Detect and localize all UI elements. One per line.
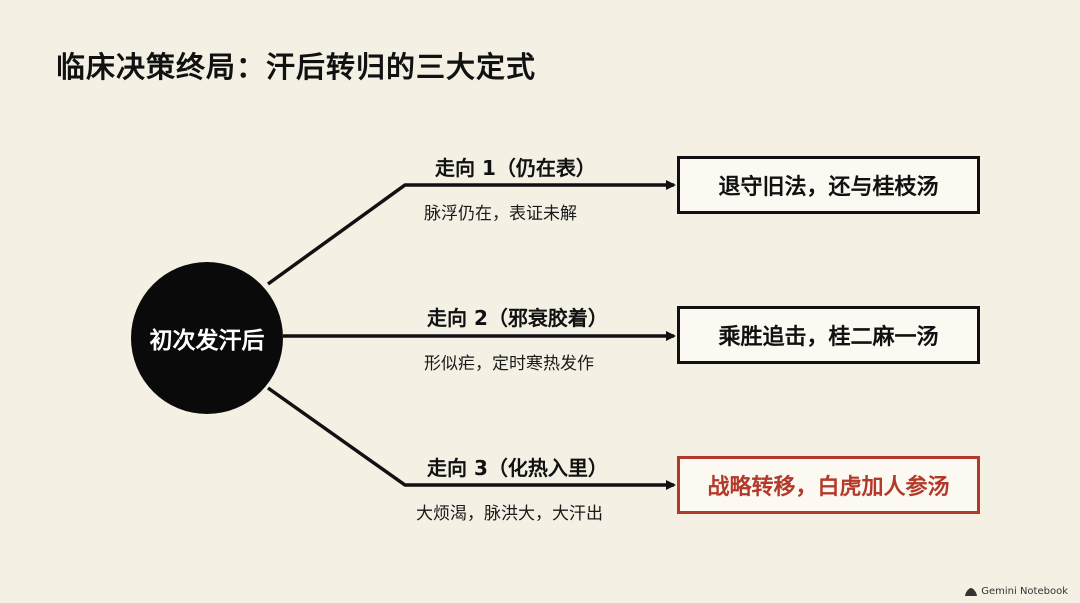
origin-label: 初次发汗后: [149, 328, 265, 354]
path-2-label: 走向 2（邪衰胶着）: [427, 306, 608, 330]
outcome-box-3: 战略转移，白虎加人参汤: [677, 456, 980, 514]
connector-path-1: [266, 180, 676, 286]
gemini-notebook-icon: [965, 587, 978, 596]
outcome-1-text: 退守旧法，还与桂枝汤: [718, 175, 939, 200]
path-3-label: 走向 3（化热入里）: [427, 456, 608, 480]
outcome-box-2: 乘胜追击，桂二麻一汤: [677, 306, 980, 364]
connector-path-3: [266, 386, 676, 490]
outcome-3-text: 战略转移，白虎加人参汤: [707, 475, 950, 500]
watermark-text: Gemini Notebook: [981, 586, 1068, 597]
path-2-detail: 形似疟，定时寒热发作: [424, 354, 594, 374]
outcome-2-text: 乘胜追击，桂二麻一汤: [718, 325, 939, 350]
watermark: Gemini Notebook: [965, 586, 1068, 597]
origin-node: 初次发汗后: [131, 262, 283, 414]
path-3-detail: 大烦渴，脉洪大，大汗出: [416, 504, 603, 524]
outcome-box-1: 退守旧法，还与桂枝汤: [677, 156, 980, 214]
path-1-label: 走向 1（仍在表）: [435, 156, 596, 180]
page-title: 临床决策终局：汗后转归的三大定式: [56, 50, 537, 84]
path-1-detail: 脉浮仍在，表证未解: [424, 204, 577, 224]
